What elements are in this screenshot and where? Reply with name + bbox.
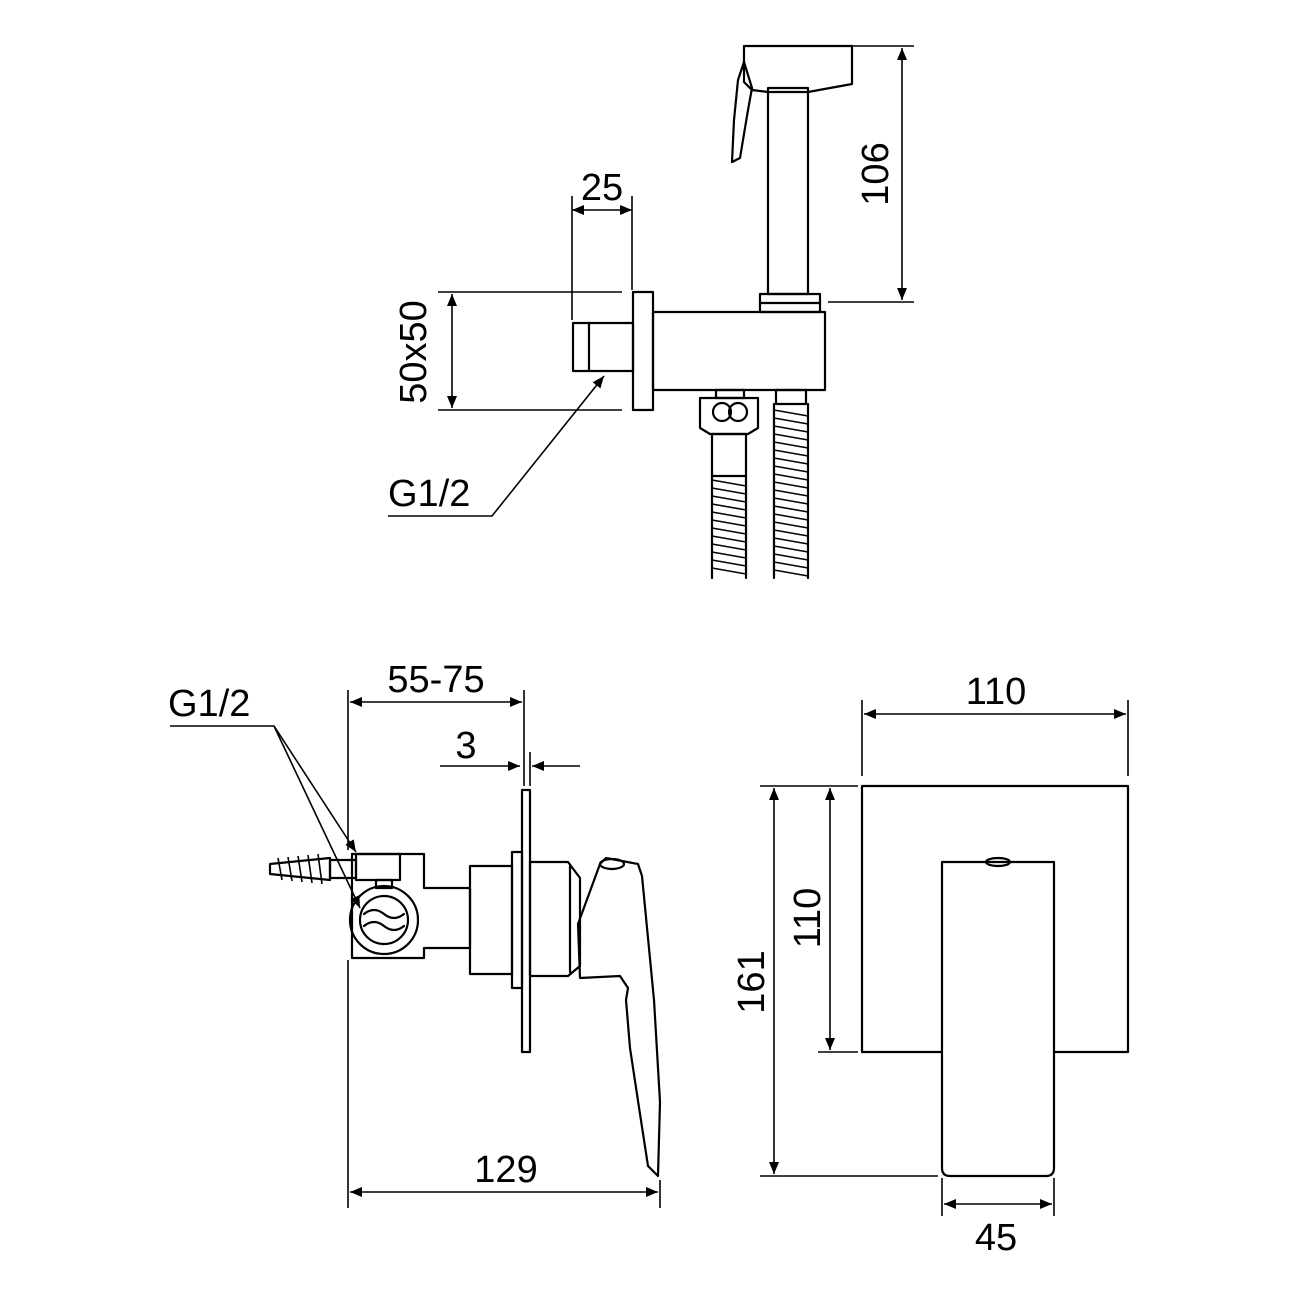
dimension-50x50-label: 50x50 <box>393 300 435 404</box>
dimension-110-width: 110 <box>861 671 1129 776</box>
dimension-25: 25 <box>571 167 633 320</box>
dimension-129-label: 129 <box>474 1149 537 1191</box>
dimension-161: 161 <box>731 785 938 1177</box>
thread-leader-side: G1/2 <box>168 683 361 909</box>
cartridge-icon <box>348 878 420 956</box>
mixer-hub <box>468 864 514 976</box>
hose-connector-icon <box>698 396 760 436</box>
dimension-25-label: 25 <box>581 167 623 209</box>
handset-head <box>742 44 854 94</box>
dimension-3: 3 <box>440 725 580 786</box>
dimension-106: 106 <box>828 45 914 303</box>
hose-right <box>772 388 810 580</box>
inlet-nipple <box>571 321 635 373</box>
dimension-3-label: 3 <box>455 725 476 767</box>
dimension-110-height-label: 110 <box>787 888 829 949</box>
elbow-body <box>651 310 827 392</box>
dimension-45: 45 <box>941 1178 1055 1259</box>
dimension-161-label: 161 <box>731 950 773 1013</box>
cover-plate <box>520 788 532 1054</box>
side-view: 55-75 3 129 G1/2 <box>168 659 662 1208</box>
top-view: 25 106 50x50 G1/2 <box>388 44 914 580</box>
plate-collar <box>510 850 524 990</box>
dimension-55-75-label: 55-75 <box>387 659 484 701</box>
thread-label-top: G1/2 <box>388 473 470 515</box>
front-view: 110 110 161 45 <box>731 671 1130 1259</box>
thread-leader-top: G1/2 <box>388 375 605 517</box>
handle-base <box>528 860 582 978</box>
handset-stem <box>766 86 810 296</box>
wall-flange <box>631 290 655 412</box>
dimension-50x50: 50x50 <box>393 291 622 411</box>
trigger-lever <box>730 60 754 164</box>
connection-port <box>354 852 402 882</box>
front-handle <box>940 860 1056 1178</box>
dimension-110-height: 110 <box>787 785 858 1053</box>
dimension-129: 129 <box>347 960 661 1208</box>
dimension-45-label: 45 <box>975 1217 1017 1259</box>
dimension-55-75: 55-75 <box>347 659 525 850</box>
dimension-106-label: 106 <box>855 142 897 205</box>
dimension-110-width-label: 110 <box>966 671 1027 713</box>
thread-label-side: G1/2 <box>168 683 250 725</box>
lever-handle <box>576 856 662 1178</box>
anchor-screw-icon <box>268 853 358 885</box>
hose-left <box>710 474 748 580</box>
